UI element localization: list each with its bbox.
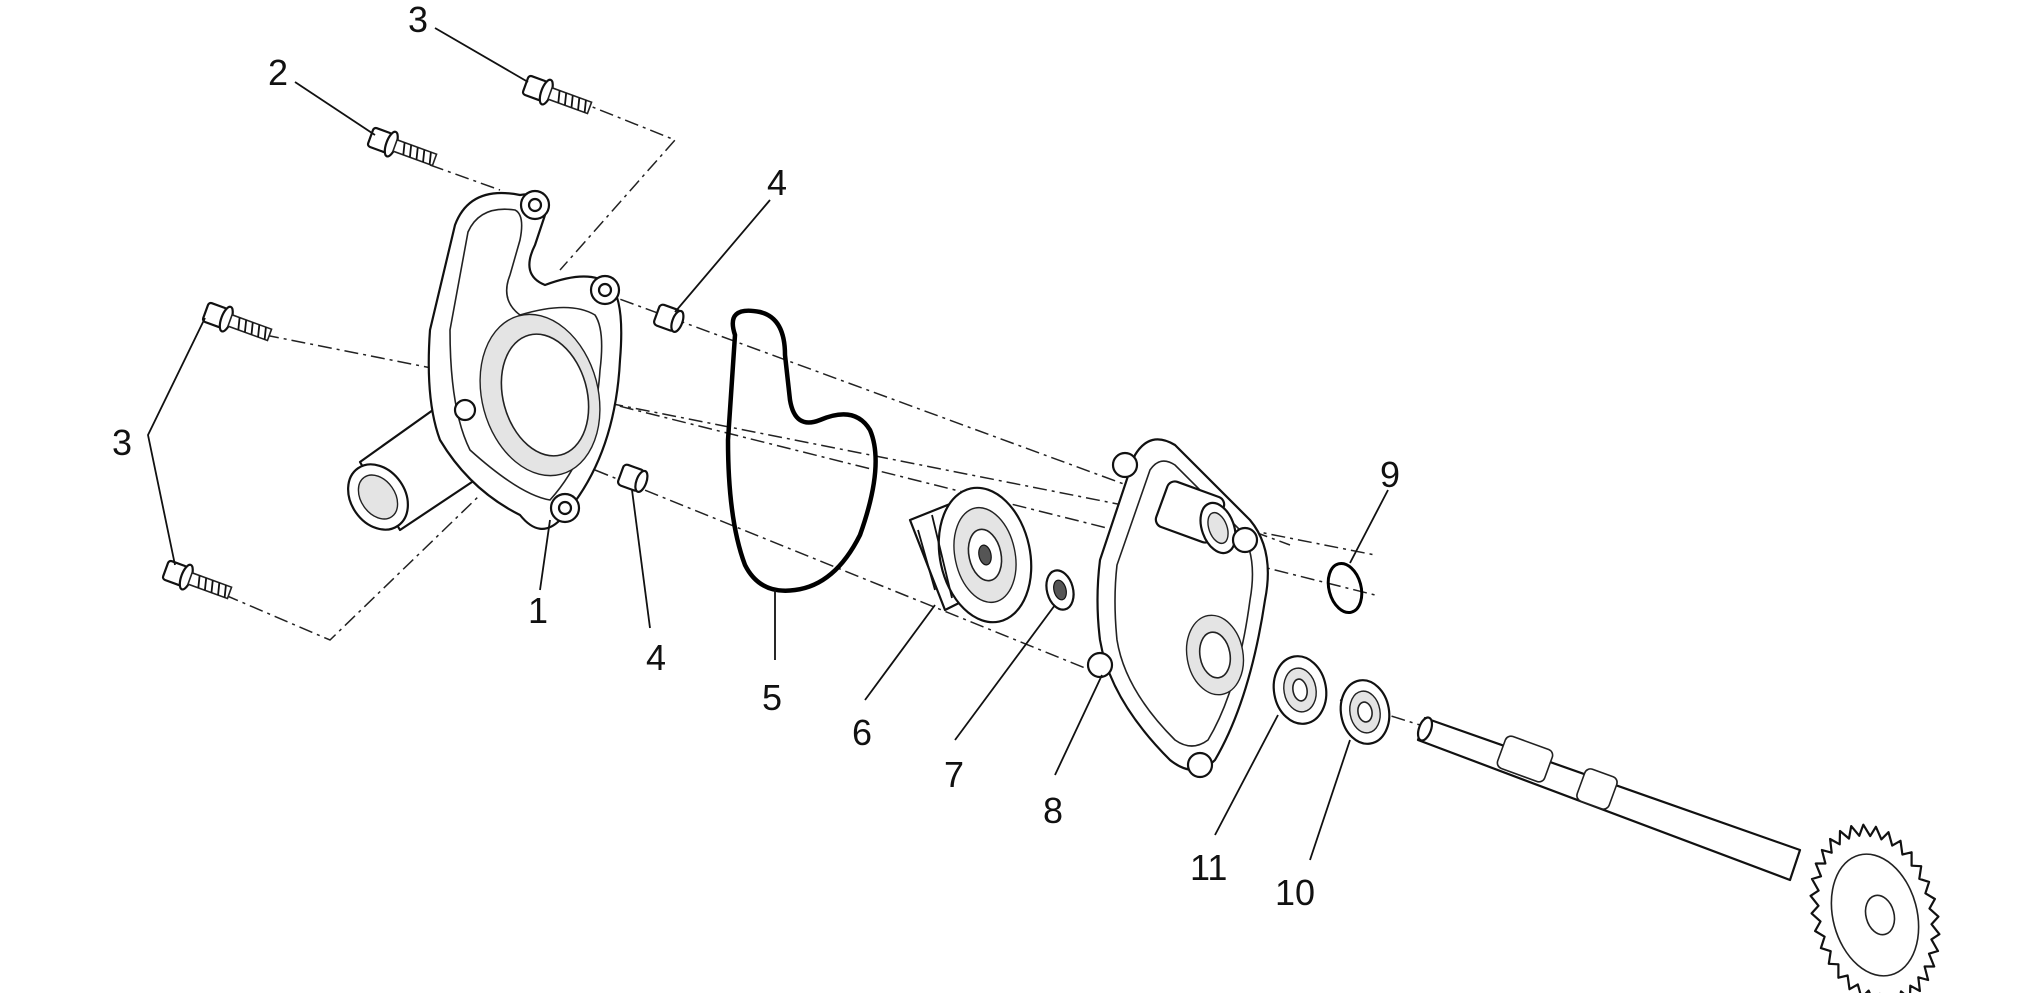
callout-10: 10 [1275,872,1315,913]
callout-4-top: 4 [767,162,787,203]
callout-4-bottom: 4 [646,637,666,678]
leader-10 [1309,739,1351,861]
bearing-11 [1272,655,1328,725]
inlet-oring [1326,561,1364,615]
bolt-mid-left [201,301,273,342]
leader-11 [1214,714,1279,836]
callout-1: 1 [528,590,548,631]
callout-3-left: 3 [112,422,132,463]
leader-6 [864,604,936,701]
leader-4a [674,199,771,313]
leader-4b [631,489,651,629]
callout-9: 9 [1380,454,1400,495]
leader-lines [147,27,1389,861]
callout-3-top: 3 [408,0,428,40]
leader-3a [434,27,529,83]
pump-cover [347,189,623,532]
impeller [908,486,1033,624]
axis-dowel-top [594,289,1291,546]
axis-left-bolt [429,164,501,191]
dowel-bottom [616,463,649,493]
pump-shaft [1416,716,1802,882]
callout-labels: 1 2 3 3 4 4 5 6 7 8 9 10 11 [112,0,1400,913]
leader-1 [539,519,551,591]
drive-gear [1809,823,1941,993]
washer [1045,569,1075,611]
callout-5: 5 [762,677,782,718]
leader-9 [1349,489,1389,564]
callout-7: 7 [944,754,964,795]
callout-11: 11 [1190,847,1227,888]
callout-6: 6 [852,712,872,753]
bolt-left [366,126,438,167]
callout-2: 2 [268,52,288,93]
leader-7 [954,604,1056,741]
bolt-bottom-left [161,559,233,600]
leader-8 [1054,674,1103,776]
bolt-top [521,74,593,115]
leader-3b [147,317,206,566]
pump-body [1086,438,1269,779]
dowel-top [652,303,685,333]
axis-top-bolt [559,99,677,271]
bearing-10 [1339,679,1391,745]
callout-8: 8 [1043,790,1063,831]
leader-2 [294,81,376,136]
cover-oring [725,308,878,593]
axis-bottom-bolt [224,494,481,641]
axis-lower [594,469,1091,671]
